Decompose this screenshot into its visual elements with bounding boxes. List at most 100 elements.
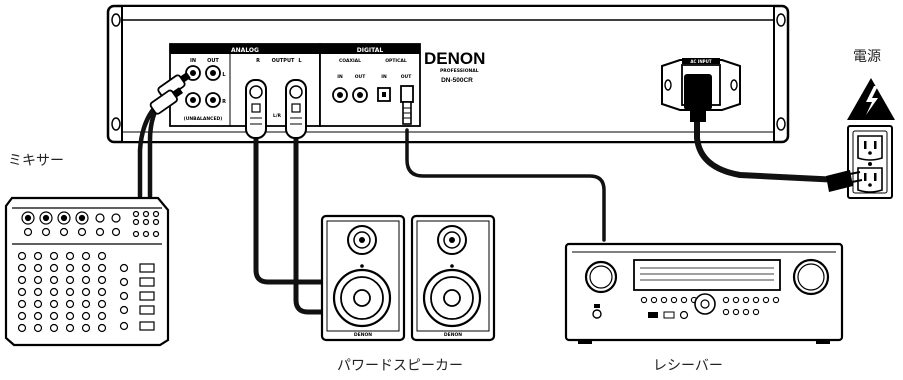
mixer-knob (17, 323, 27, 333)
receiver-label: レシーバー (653, 358, 723, 374)
analog-header: ANALOG (231, 47, 259, 54)
mixer-knob (97, 311, 107, 321)
mixer-knob (81, 287, 91, 297)
mixer-knob (41, 227, 51, 237)
unbalanced-label: (UNBALANCED) (184, 116, 223, 122)
mixer-knob (33, 251, 43, 261)
mixer-knob (59, 227, 69, 237)
mixer-knob (111, 227, 121, 237)
mixer-knob (95, 213, 105, 223)
mixer-knob (119, 321, 129, 331)
mixer-knob (132, 210, 140, 218)
mixer-knob (65, 263, 75, 273)
coaxial-label: COAXIAL (339, 58, 361, 64)
receiver (564, 242, 844, 344)
mixer-knob (17, 311, 27, 321)
mixer-knob (65, 275, 75, 285)
mixer-knob (49, 251, 59, 261)
receiver-button (650, 296, 658, 304)
receiver-button (640, 296, 648, 304)
mixer-knob (33, 263, 43, 273)
optical-cable (405, 128, 606, 242)
mixer-knob (49, 287, 59, 297)
mixer-knob (81, 275, 91, 285)
ch-r-label: R (222, 99, 226, 105)
mixer-knob (77, 227, 87, 237)
ch-l-label: L (222, 72, 226, 78)
mixer-knob (97, 287, 107, 297)
xlr-cable-r (253, 133, 335, 285)
mixer-knob (65, 287, 75, 297)
digital-header: DIGITAL (357, 47, 384, 54)
optical-in-jack (377, 87, 391, 102)
mixer-knob (97, 251, 107, 261)
coaxial-jacks (332, 87, 368, 103)
mixer-knob (132, 230, 140, 238)
mixer-knob (97, 275, 107, 285)
xlr-plugs (245, 79, 307, 139)
analog-output-label: OUTPUT (272, 58, 295, 64)
power-label: 電源 (853, 49, 881, 65)
mixer-knob (119, 305, 129, 315)
mixer-label: ミキサー (8, 153, 64, 169)
speaker-left-brand: DENON (354, 332, 372, 338)
mixer-knob (132, 218, 140, 226)
mixer-knob (152, 230, 160, 238)
coax-out-label: OUT (355, 74, 366, 80)
mixer-knob (42, 214, 50, 222)
receiver-button (732, 308, 740, 316)
mixer-knob (81, 263, 91, 273)
rca-plugs (149, 72, 191, 115)
analog-in-label: IN (190, 58, 196, 64)
mixer-knob (60, 214, 68, 222)
receiver-button (722, 308, 730, 316)
warning-triangle-icon (847, 78, 895, 120)
coax-in-label: IN (337, 74, 343, 80)
mixer-knob (17, 251, 27, 261)
xlr-note-label: L/R (273, 113, 282, 119)
mixer-knob (81, 251, 91, 261)
mixer-knob (78, 214, 86, 222)
analog-out-label: OUT (207, 58, 219, 64)
mixer-knob (17, 275, 27, 285)
receiver-button (732, 296, 740, 304)
optical-label: OPTICAL (385, 58, 407, 64)
mixer-knob (81, 323, 91, 333)
mixer-knob (17, 299, 27, 309)
mixer-knob (81, 311, 91, 321)
brand-logo: DENON (424, 49, 485, 68)
mixer-knob (33, 299, 43, 309)
mixer-knob (33, 323, 43, 333)
mixer-knob (152, 210, 160, 218)
mixer-knob (97, 299, 107, 309)
analog-rca-jacks (185, 65, 221, 108)
mixer-knob (142, 218, 150, 226)
receiver-button (722, 296, 730, 304)
receiver-button (742, 296, 750, 304)
power-plug-unit (684, 74, 712, 122)
rack-unit: ANALOG IN OUT L R (UNBALANCED) OUTPUT R … (106, 4, 790, 144)
mixer-knob (65, 299, 75, 309)
mixer-knob (17, 287, 27, 297)
mixer-knob (23, 227, 33, 237)
opt-out-label: OUT (401, 74, 412, 80)
wall-outlet (847, 125, 893, 199)
xlr-cable-l (293, 133, 335, 315)
mixer-knob (17, 263, 27, 273)
mixer-knob (142, 210, 150, 218)
receiver-button (660, 296, 668, 304)
mixer-knob (95, 227, 105, 237)
mixer-knob (65, 251, 75, 261)
mixer-button (139, 263, 155, 273)
receiver-button (752, 308, 760, 316)
opt-in-label: IN (381, 74, 387, 80)
mixer-knob (49, 275, 59, 285)
speaker-left: DENON (320, 214, 406, 342)
speaker-right: DENON (410, 214, 496, 342)
mixer-knob (33, 287, 43, 297)
mixer-button (139, 277, 155, 287)
receiver-button (772, 296, 780, 304)
mixer-knob (65, 311, 75, 321)
receiver-button (742, 308, 750, 316)
